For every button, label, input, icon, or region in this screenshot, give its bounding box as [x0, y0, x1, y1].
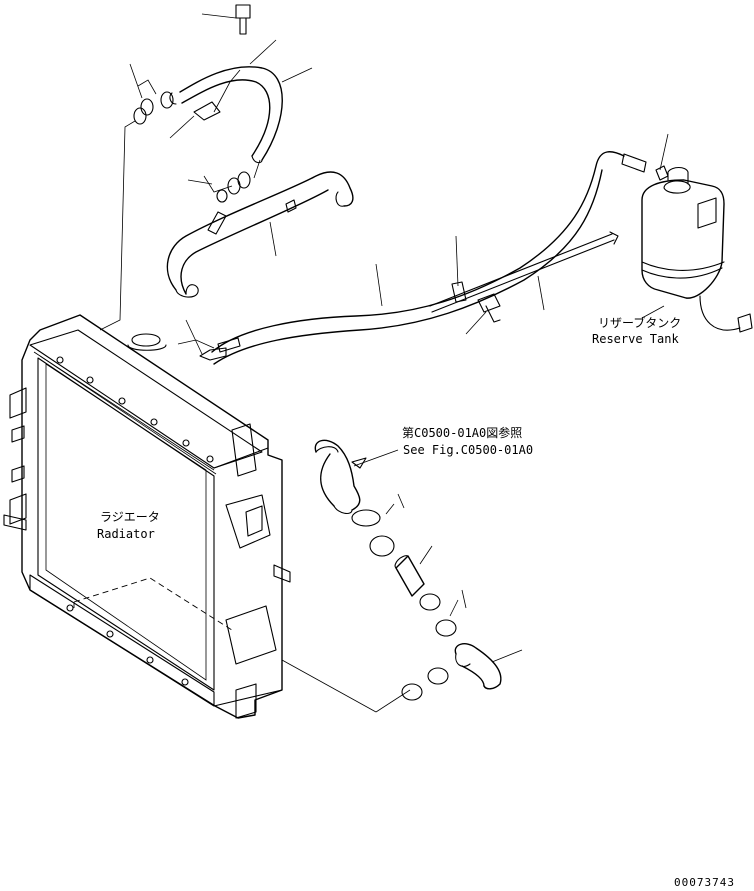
overflow-hose [185, 133, 669, 365]
see-figure-label-en: See Fig.C0500-01A0 [403, 443, 534, 457]
radiator [3, 120, 291, 719]
middle-hose [166, 159, 354, 298]
upper-hose-assembly [129, 4, 313, 164]
drawing-number: 00073743 [674, 876, 735, 889]
reserve-tank-label-jp: リザーブタンク [598, 316, 682, 330]
see-figure-label-jp: 第C0500-01A0図参照 [402, 426, 523, 440]
reserve-tank-label-en: Reserve Tank [592, 332, 679, 346]
radiator-label-jp: ラジエータ [100, 510, 160, 524]
lower-hose-assembly [281, 439, 523, 713]
reserve-tank [641, 166, 753, 333]
radiator-label-en: Radiator [97, 527, 155, 541]
